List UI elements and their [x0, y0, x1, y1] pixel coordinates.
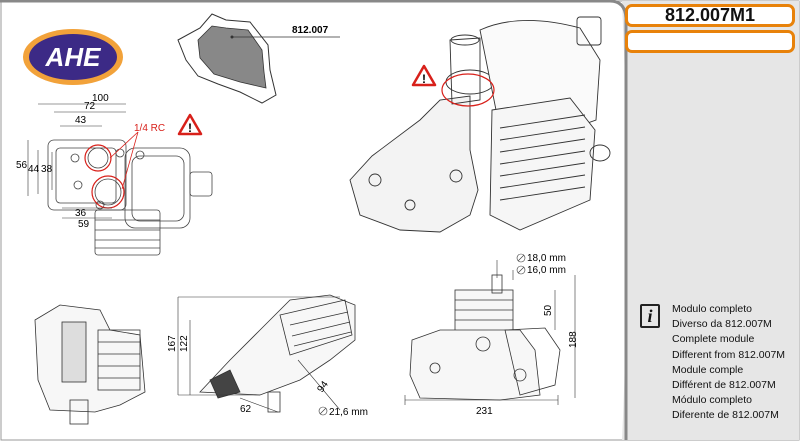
cutaway-drawing: [34, 304, 146, 425]
dim-59: 59: [78, 219, 90, 230]
svg-text:!: !: [422, 72, 426, 86]
info-line: Módulo completo: [672, 394, 752, 407]
info-line: Modulo completo: [672, 303, 752, 315]
dim-44: 44: [28, 164, 40, 175]
dim-dia-21-6: 21,6 mm: [329, 407, 368, 418]
svg-text:!: !: [188, 121, 192, 135]
product-code-box: 812.007M1: [625, 4, 795, 27]
rear-view-drawing: [409, 274, 561, 401]
dim-43: 43: [75, 115, 87, 126]
info-line: Module comple: [672, 363, 744, 376]
info-icon: i: [640, 304, 660, 328]
info-lines: Modulo completo Diverso da 812.007M Comp…: [672, 302, 785, 424]
dim-38: 38: [41, 164, 53, 175]
dim-188: 188: [568, 331, 579, 348]
front-view-dimensions: [27, 103, 126, 219]
dim-36: 36: [75, 208, 87, 219]
dim-122: 122: [179, 335, 190, 352]
thread-callout: 1/4 RC: [134, 123, 165, 134]
info-line: Different from 812.007M: [672, 348, 786, 361]
info-line: Différent de 812.007M: [672, 379, 776, 392]
dim-56: 56: [16, 160, 28, 171]
info-line: Diverso da 812.007M: [672, 318, 772, 331]
dim-50: 50: [543, 304, 554, 316]
rear-view-dimensions: [404, 260, 576, 405]
dim-167: 167: [167, 335, 178, 352]
warning-icon: !: [177, 113, 203, 136]
brand-logo: AHE: [23, 29, 123, 85]
side-panel: [622, 1, 799, 440]
info-line: Complete module: [672, 333, 755, 346]
dim-dia-18: 18,0 mm: [527, 253, 566, 264]
dim-dia-16: 16,0 mm: [527, 265, 566, 276]
info-line: Diferente de 812.007M: [672, 409, 779, 422]
front-view-drawing: [47, 131, 213, 256]
product-code: 812.007M1: [664, 5, 756, 25]
gasket-drawing: 812.007: [177, 13, 340, 104]
dim-100: 100: [92, 93, 109, 104]
dim-72: 72: [84, 101, 96, 112]
warning-icon: !: [411, 64, 437, 87]
side-view-dimensions: [177, 296, 341, 413]
side-view-drawing: [199, 294, 356, 413]
dim-62: 62: [240, 404, 252, 415]
isometric-module-drawing: [349, 16, 611, 233]
dim-231: 231: [476, 406, 493, 417]
secondary-code-box: [625, 30, 795, 53]
logo-text: AHE: [45, 42, 102, 72]
gasket-ref: 812.007: [292, 25, 329, 36]
